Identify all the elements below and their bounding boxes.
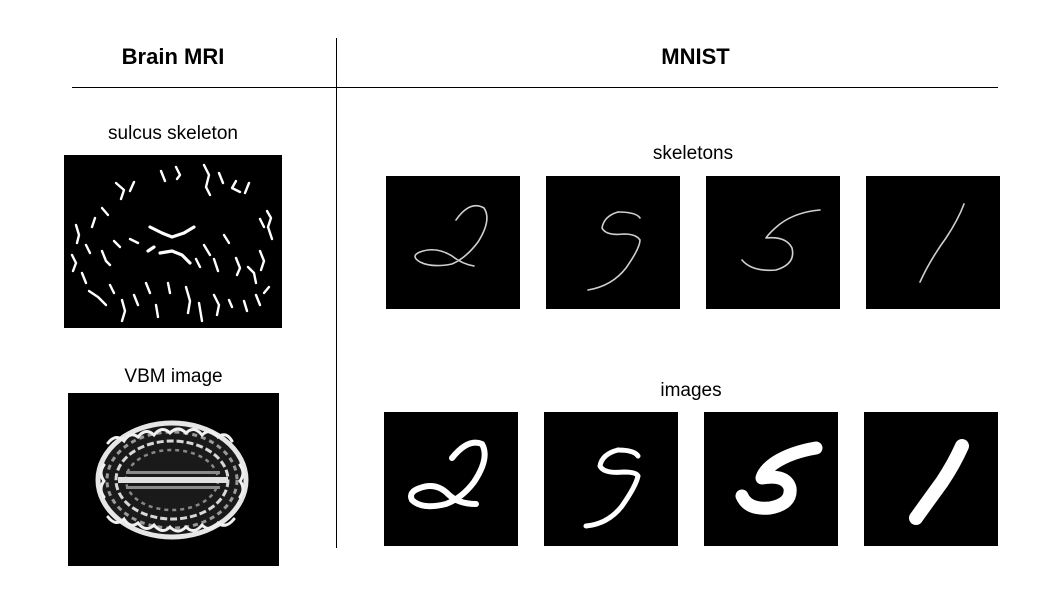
image-digit-1: [864, 412, 998, 546]
skeletons-label: skeletons: [652, 143, 734, 164]
header-divider: [72, 87, 998, 88]
vbm-image-label: VBM image: [124, 366, 223, 387]
image-digit-2: [384, 412, 518, 546]
image-digit-5: [704, 412, 838, 546]
vbm-image: [68, 393, 279, 566]
image-digit-9: [544, 412, 678, 546]
mnist-header: MNIST: [661, 44, 730, 69]
sulcus-skeleton-label: sulcus skeleton: [108, 123, 238, 144]
skeleton-digit-5: [706, 176, 840, 309]
skeleton-digit-2: [386, 176, 520, 309]
images-label: images: [660, 380, 722, 401]
sulcus-skeleton-image: [64, 155, 282, 328]
skeleton-digit-1: [866, 176, 1000, 309]
column-divider: [336, 38, 337, 548]
skeleton-digit-9: [546, 176, 680, 309]
brain-mri-header: Brain MRI: [121, 44, 225, 69]
